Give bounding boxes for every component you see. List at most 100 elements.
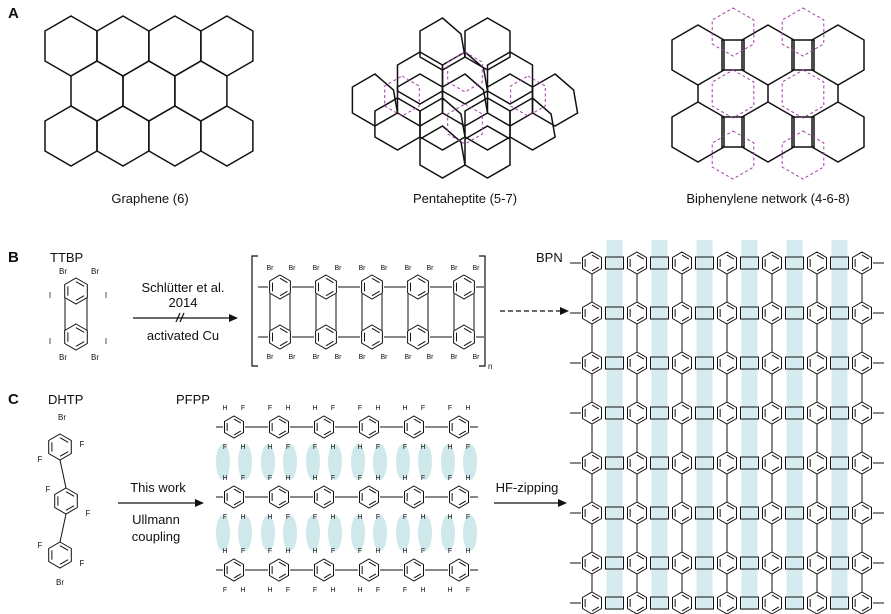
reference-hexagon-dashed <box>711 7 755 57</box>
atom-label-h: H <box>375 405 380 412</box>
double-bond <box>278 418 287 424</box>
hf-zip-site <box>306 515 320 551</box>
bpn-square <box>740 406 759 420</box>
graphene-hexagon <box>44 15 98 77</box>
biphenylene-hexagon <box>811 24 865 86</box>
atom-label-br: Br <box>359 265 367 272</box>
double-bond <box>771 304 780 310</box>
double-bond <box>726 366 735 372</box>
bpn-square <box>830 406 849 420</box>
hf-zipping-label: HF-zipping <box>496 480 559 495</box>
double-bond <box>681 404 690 410</box>
double-bond <box>278 430 287 436</box>
double-bond <box>59 559 69 565</box>
atom-label-f: F <box>38 455 43 464</box>
bpn-highlight-column <box>741 240 758 610</box>
double-bond <box>816 594 825 600</box>
double-bond <box>323 418 332 424</box>
double-bond <box>861 404 870 410</box>
hf-zip-site <box>351 515 365 551</box>
double-bond <box>771 606 780 612</box>
double-bond <box>233 430 242 436</box>
benzene-ring <box>269 274 291 300</box>
double-bond <box>771 416 780 422</box>
double-bond <box>726 304 735 310</box>
double-bond <box>591 266 600 272</box>
bpn-square <box>695 556 714 570</box>
benzene-ring <box>269 558 289 582</box>
bpn-square <box>650 356 669 370</box>
double-bond <box>861 606 870 612</box>
atom-label-h: H <box>312 405 317 412</box>
benzene-ring <box>762 591 782 614</box>
double-bond <box>771 266 780 272</box>
double-bond <box>636 416 645 422</box>
double-bond <box>771 594 780 600</box>
double-bond <box>861 254 870 260</box>
dhtp-label: DHTP <box>48 392 83 407</box>
double-bond <box>371 327 380 334</box>
atom-label-f: F <box>313 444 317 451</box>
double-bond <box>368 500 377 506</box>
bpn-highlight-column <box>651 240 668 610</box>
atom-label-br: Br <box>58 413 66 422</box>
biphenylene-network-lattice <box>671 7 865 180</box>
atom-label-f: F <box>80 559 85 568</box>
bpn-square <box>740 256 759 270</box>
benzene-ring <box>852 591 872 614</box>
reference-hexagon-dashed <box>447 103 483 145</box>
biphenylene-square <box>721 116 745 148</box>
atom-label-h: H <box>312 548 317 555</box>
biphenylene-hexagon <box>741 24 795 86</box>
hf-zip-site <box>261 515 275 551</box>
bpn-highlight-column <box>786 240 803 610</box>
pentaheptite-polygon <box>464 17 511 71</box>
bpn-square <box>785 456 804 470</box>
benzene-ring <box>361 274 383 300</box>
hf-zip-site <box>283 444 297 480</box>
atom-label-h: H <box>447 514 452 521</box>
atom-label-f: F <box>241 548 245 555</box>
double-bond <box>591 416 600 422</box>
double-bond <box>636 316 645 322</box>
double-bond <box>771 254 780 260</box>
double-bond <box>65 505 75 511</box>
bpn-square <box>695 256 714 270</box>
bpn-square <box>830 256 849 270</box>
atom-label-f: F <box>448 405 452 412</box>
double-bond <box>463 327 472 334</box>
double-bond <box>726 566 735 572</box>
panel-b-label: B <box>8 249 19 266</box>
double-bond <box>591 606 600 612</box>
atom-label-h: H <box>402 548 407 555</box>
atom-label-f: F <box>358 405 362 412</box>
bpn-square <box>785 596 804 610</box>
biphenylene-hexagon <box>811 101 865 163</box>
atom-label-f: F <box>466 514 470 521</box>
graphene-hexagon <box>122 60 176 122</box>
bpn-sheet <box>570 240 884 614</box>
double-bond <box>861 554 870 560</box>
benzene-ring <box>269 324 291 350</box>
double-bond <box>861 516 870 522</box>
double-bond <box>233 561 242 567</box>
double-bond <box>636 366 645 372</box>
hf-zip-site <box>351 444 365 480</box>
double-bond <box>636 266 645 272</box>
repeat-unit-subscript: n <box>488 362 492 371</box>
double-bond <box>413 500 422 506</box>
atom-label-h: H <box>420 514 425 521</box>
biphenylene-hexagon <box>741 101 795 163</box>
double-bond <box>771 466 780 472</box>
bpn-square <box>650 556 669 570</box>
atom-label-h: H <box>222 405 227 412</box>
atom-label-h: H <box>240 444 245 451</box>
double-bond <box>816 466 825 472</box>
double-bond <box>591 566 600 572</box>
benzene-ring <box>359 558 379 582</box>
atom-label-f: F <box>223 587 227 594</box>
double-bond <box>681 516 690 522</box>
double-bond <box>681 304 690 310</box>
atom-label-f: F <box>376 514 380 521</box>
ullmann-label: Ullmann <box>132 512 180 527</box>
